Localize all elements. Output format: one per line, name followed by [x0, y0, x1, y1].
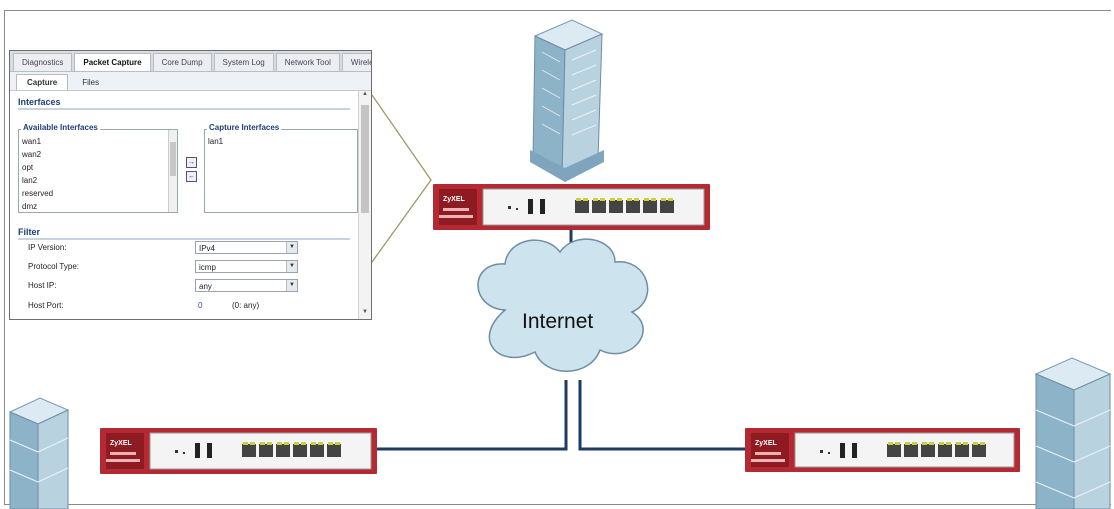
- protocol-type-label: Protocol Type:: [28, 262, 79, 271]
- list-item[interactable]: opt: [22, 163, 34, 172]
- hq-firewall-device: ZyXEL: [433, 184, 710, 230]
- callout-lines: [371, 94, 432, 263]
- host-port-label: Host Port:: [28, 301, 64, 310]
- device-brand-logo: ZyXEL: [110, 440, 133, 447]
- capture-interfaces-list[interactable]: Capture Interfaces lan1: [204, 123, 358, 213]
- filter-section-title: Filter: [18, 227, 350, 240]
- internet-cloud: [477, 238, 649, 372]
- scroll-down-icon[interactable]: ▼: [362, 309, 368, 315]
- subtab-files[interactable]: Files: [82, 78, 100, 87]
- interfaces-section-title: Interfaces: [18, 97, 350, 110]
- ip-version-label: IP Version:: [28, 243, 67, 252]
- host-port-hint: (0: any): [232, 301, 260, 310]
- link-cloud-to-left-branch: [376, 380, 568, 451]
- device-brand-logo: ZyXEL: [755, 440, 778, 447]
- packet-capture-window: Diagnostics Packet Capture Core Dump Sys…: [9, 50, 372, 320]
- tab-system-log[interactable]: System Log: [213, 53, 274, 71]
- chevron-down-icon: ▼: [286, 242, 297, 253]
- panel-scrollbar[interactable]: ▲ ▼: [358, 91, 371, 319]
- move-right-arrow-icon[interactable]: →: [186, 157, 197, 168]
- diagnostics-tab-bar: Diagnostics Packet Capture Core Dump Sys…: [10, 51, 371, 72]
- left-branch-firewall-device: ZyXEL: [100, 428, 377, 474]
- ip-version-select[interactable]: IPv4 ▼: [195, 241, 298, 254]
- host-port-input[interactable]: 0: [198, 301, 203, 310]
- internet-label: Internet: [522, 310, 594, 333]
- available-interfaces-list[interactable]: Available Interfaces wan1 wan2 opt lan2 …: [18, 123, 178, 213]
- scroll-thumb[interactable]: [361, 105, 369, 213]
- left-branch-building-icon: [8, 397, 70, 509]
- list-item[interactable]: dmz: [22, 202, 38, 211]
- move-left-arrow-icon[interactable]: ←: [186, 171, 197, 182]
- protocol-type-select[interactable]: icmp ▼: [195, 260, 298, 273]
- available-interfaces-label: Available Interfaces: [21, 123, 100, 132]
- device-brand-logo: ZyXEL: [443, 196, 466, 203]
- chevron-down-icon: ▼: [286, 261, 297, 272]
- chevron-down-icon: ▼: [286, 280, 297, 291]
- tab-wireless-frame[interactable]: Wireless Frame: [341, 53, 371, 71]
- capture-interfaces-label: Capture Interfaces: [207, 123, 282, 132]
- host-ip-value: any: [199, 282, 212, 291]
- ip-version-value: IPv4: [199, 244, 216, 253]
- diagram-frame: [4, 10, 1111, 505]
- tab-network-tool[interactable]: Network Tool: [275, 53, 340, 71]
- right-branch-building-icon: [1034, 357, 1112, 509]
- capture-subtab-bar: Capture Files: [10, 72, 371, 91]
- list-item[interactable]: lan1: [208, 137, 224, 146]
- list-item[interactable]: wan1: [22, 137, 42, 146]
- hq-building-icon: [530, 19, 604, 182]
- subtab-capture[interactable]: Capture: [16, 74, 69, 90]
- list-item[interactable]: lan2: [22, 176, 38, 185]
- list-item[interactable]: wan2: [22, 150, 42, 159]
- tab-packet-capture[interactable]: Packet Capture: [74, 53, 151, 71]
- tab-core-dump[interactable]: Core Dump: [152, 53, 212, 71]
- scroll-up-icon[interactable]: ▲: [362, 91, 368, 97]
- capture-content: Interfaces Available Interfaces wan1 wan…: [10, 91, 358, 319]
- protocol-type-value: icmp: [199, 263, 216, 272]
- host-ip-label: Host IP:: [28, 281, 57, 290]
- available-list-scrollbar[interactable]: [168, 130, 177, 212]
- host-ip-select[interactable]: any ▼: [195, 279, 298, 292]
- tab-diagnostics[interactable]: Diagnostics: [13, 53, 73, 71]
- right-branch-firewall-device: ZyXEL: [745, 428, 1020, 472]
- link-cloud-to-right-branch: [578, 380, 745, 451]
- list-item[interactable]: reserved: [22, 189, 54, 198]
